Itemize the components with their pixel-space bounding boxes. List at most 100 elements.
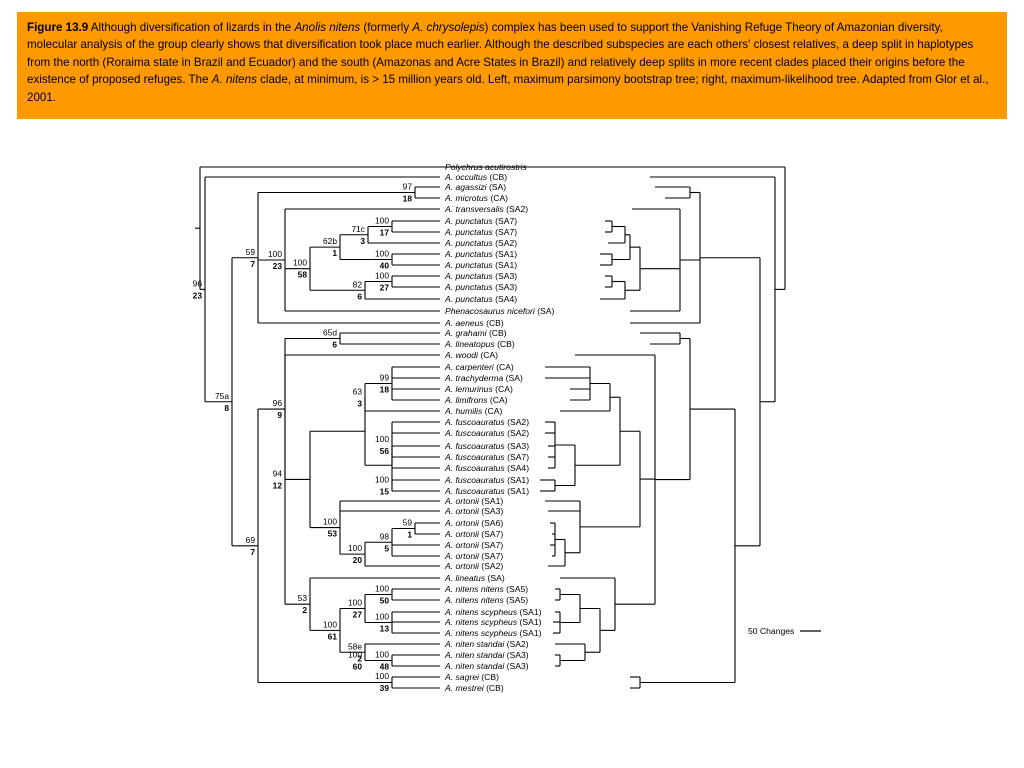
taxon-locality: (CB): [484, 318, 504, 328]
taxon-locality: (SA): [535, 306, 555, 316]
decay-index: 27: [353, 610, 363, 620]
decay-index: 23: [193, 290, 203, 300]
taxon-name: A. niten standai: [444, 661, 505, 671]
taxon-name: A. ortonii: [444, 551, 480, 561]
taxon-locality: (SA4): [505, 463, 529, 473]
decay-index: 17: [380, 228, 390, 238]
taxon-locality: (CA): [488, 395, 508, 405]
bootstrap-value: 96: [273, 398, 283, 408]
decay-index: 60: [353, 662, 363, 672]
taxon-name: A. punctatus: [444, 260, 493, 270]
bootstrap-value: 58e: [348, 641, 362, 651]
bootstrap-value: 82: [353, 279, 363, 289]
taxon-locality: (SA3): [504, 661, 528, 671]
decay-index: 5: [384, 543, 389, 553]
taxon-locality: (SA1): [517, 607, 541, 617]
taxon-locality: (CA): [488, 193, 508, 203]
bootstrap-value: 100: [375, 671, 389, 681]
bootstrap-value: 100: [323, 517, 337, 527]
taxon-name: A. niten standai: [444, 639, 505, 649]
bootstrap-value: 94: [273, 469, 283, 479]
taxon-name: A. fuscoauratus: [444, 441, 505, 451]
bootstrap-value: 65d: [323, 328, 337, 338]
taxon-name: A. mestrei: [444, 683, 485, 693]
taxon-name: A. nitens scypheus: [444, 617, 518, 627]
taxon-locality: (SA): [487, 182, 507, 192]
taxon-locality: (CB): [495, 339, 515, 349]
taxon-name: A. punctatus: [444, 216, 493, 226]
taxon-name: A. ortonii: [444, 518, 480, 528]
taxon-name: A. lineatus: [444, 573, 486, 583]
taxon-label: A. fuscoauratus (SA3): [444, 441, 529, 451]
decay-index: 18: [403, 194, 413, 204]
caption-part-1: Although diversification of lizards in t…: [88, 21, 295, 34]
taxon-label: A. aeneus (CB): [444, 318, 504, 328]
decay-index: 6: [332, 340, 337, 350]
taxon-label: A. nitens scypheus (SA1): [444, 607, 542, 617]
decay-index: 1: [407, 530, 412, 540]
taxon-locality: (SA5): [504, 584, 528, 594]
taxon-locality: (SA2): [504, 204, 528, 214]
taxon-name: A. lemurinus: [444, 384, 493, 394]
bootstrap-value: 69: [246, 535, 256, 545]
taxon-name: A. transversalis: [444, 204, 504, 214]
decay-index: 48: [380, 662, 390, 672]
taxon-name: A. humilis: [444, 406, 483, 416]
taxon-locality: (SA3): [504, 650, 528, 660]
taxon-name: A. punctatus: [444, 249, 493, 259]
taxon-locality: (SA1): [493, 260, 517, 270]
decay-index: 7: [250, 259, 255, 269]
taxon-label: A. fuscoauratus (SA4): [444, 463, 529, 473]
taxon-label: A. fuscoauratus (SA7): [444, 452, 529, 462]
decay-index: 23: [273, 261, 283, 271]
taxon-locality: (SA7): [479, 551, 503, 561]
caption-part-2: Anolis nitens: [294, 21, 361, 34]
taxon-label: A. humilis (CA): [444, 406, 502, 416]
taxon-locality: (CB): [487, 172, 507, 182]
bootstrap-value: 100: [293, 258, 307, 268]
decay-index: 13: [380, 624, 390, 634]
taxon-label: A. ortonii (SA7): [444, 529, 503, 539]
bootstrap-value: 71c: [351, 224, 365, 234]
taxon-label: A. mestrei (CB): [444, 683, 504, 693]
caption-part-4: A. chrysolepis: [412, 21, 485, 34]
taxon-name: Polychrus acutirostris: [445, 162, 527, 172]
caption-part-7: clade, at minimum, is > 15 million years…: [27, 73, 989, 104]
scale-bar: 50 Changes: [748, 626, 821, 636]
taxon-name: A. ortonii: [444, 540, 480, 550]
taxon-label: A. agassizi (SA): [444, 182, 506, 192]
figure-caption: Figure 13.9 Although diversification of …: [17, 12, 1007, 119]
taxon-name: A. trachyderma: [444, 373, 503, 383]
bootstrap-value: 100: [268, 249, 282, 259]
bootstrap-value: 99: [380, 373, 390, 383]
taxon-name: A. aeneus: [444, 318, 484, 328]
taxon-locality: (SA1): [505, 486, 529, 496]
taxon-label: A. lineatopus (CB): [444, 339, 515, 349]
taxon-label: Polychrus acutirostris: [445, 162, 527, 172]
scale-bar-label: 50 Changes: [748, 626, 794, 636]
taxon-locality: (SA7): [479, 540, 503, 550]
taxon-locality: (SA1): [493, 249, 517, 259]
bootstrap-value: 62b: [323, 236, 337, 246]
taxon-label: A. fuscoauratus (SA1): [444, 486, 529, 496]
taxon-name: A. fuscoauratus: [444, 463, 505, 473]
decay-index: 50: [380, 596, 390, 606]
taxon-locality: (SA6): [479, 518, 503, 528]
taxon-label: A. occultus (CB): [444, 172, 507, 182]
taxon-name: A. lineatopus: [444, 339, 495, 349]
taxon-label: A. fuscoauratus (SA2): [444, 417, 529, 427]
taxon-name: A. woodi: [444, 350, 479, 360]
bootstrap-value: 97: [403, 182, 413, 192]
bootstrap-value: 100: [375, 271, 389, 281]
bootstrap-value: 98: [380, 531, 390, 541]
bootstrap-value: 100: [375, 216, 389, 226]
taxon-label: A. fuscoauratus (SA1): [444, 475, 529, 485]
bootstrap-value: 59: [246, 247, 256, 257]
taxon-locality: (SA4): [493, 294, 517, 304]
taxon-name: A. fuscoauratus: [444, 417, 505, 427]
taxon-locality: (SA1): [517, 617, 541, 627]
bootstrap-value: 100: [375, 434, 389, 444]
taxon-name: A. niten standai: [444, 650, 505, 660]
taxon-name: A. sagrei: [444, 672, 480, 682]
